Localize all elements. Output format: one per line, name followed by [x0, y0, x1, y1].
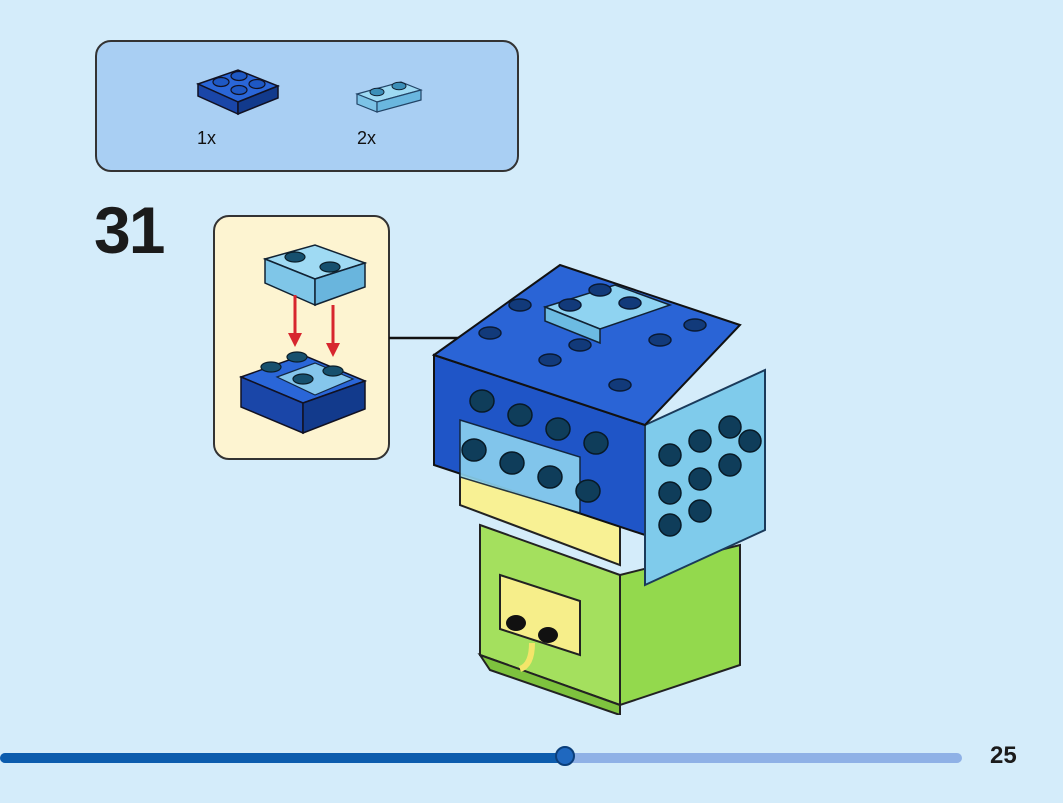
page-number: 25 [990, 742, 1017, 769]
page-progress-bar[interactable] [0, 746, 962, 766]
quantity-label: 1x [197, 128, 217, 148]
trans-light-blue-1x2-plate-icon [353, 78, 425, 118]
blue-2x2-plate-icon [193, 64, 283, 120]
progress-knob[interactable] [554, 746, 575, 766]
step-number: 31 [94, 193, 165, 267]
brick-model-illustration [420, 245, 780, 720]
parts-list-panel: 1x 2x [95, 40, 519, 172]
progress-fill [0, 753, 565, 763]
sub-assembly-callout [213, 215, 390, 460]
quantity-label: 2x [357, 128, 377, 148]
sub-assembly-illustration [238, 244, 368, 435]
